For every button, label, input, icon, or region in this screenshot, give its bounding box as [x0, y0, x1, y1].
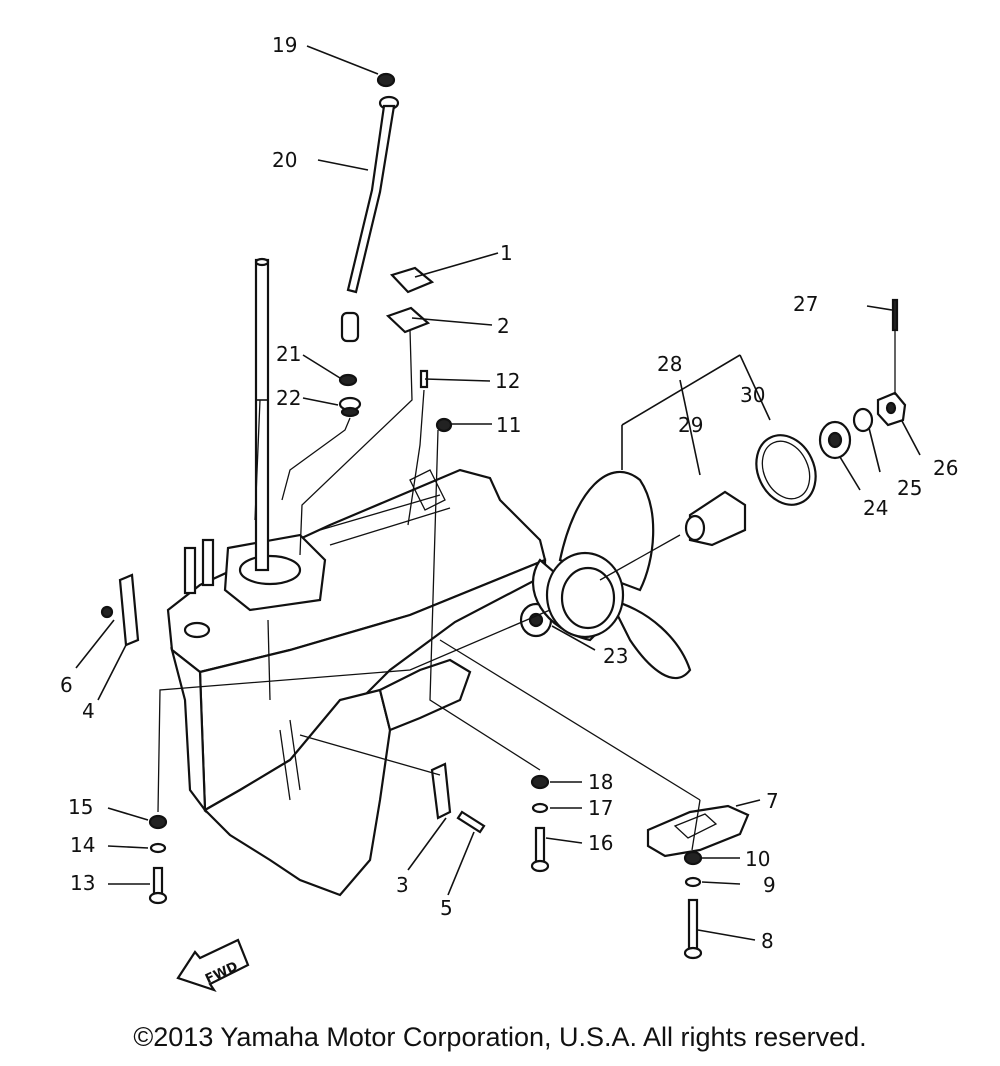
- callout-13: 13: [70, 871, 95, 895]
- copyright-notice: ©2013 Yamaha Motor Corporation, U.S.A. A…: [133, 1022, 867, 1052]
- part-1-pad: [389, 266, 435, 294]
- part-16-stud: [530, 826, 550, 873]
- callout-5: 5: [440, 896, 453, 920]
- callout-30: 30: [740, 383, 765, 407]
- part-7-trim-tab: [646, 804, 750, 858]
- part-30-ring: [755, 434, 817, 506]
- callout-labels: 19 20 1 2 12 11 21 22 27 28 29 30 26 25 …: [60, 33, 958, 953]
- part-20-water-tube: [346, 104, 396, 294]
- callout-15: 15: [68, 795, 93, 819]
- leader-lines: [75, 45, 921, 941]
- part-11-nut: [435, 417, 453, 433]
- callout-7: 7: [766, 789, 779, 813]
- part-18-nut: [530, 774, 550, 790]
- callout-22: 22: [276, 386, 301, 410]
- callout-25: 25: [897, 476, 922, 500]
- seal-tube: [340, 311, 360, 343]
- callout-26: 26: [933, 456, 958, 480]
- callout-20: 20: [272, 148, 297, 172]
- part-14-washer: [149, 842, 167, 854]
- callout-11: 11: [496, 413, 521, 437]
- part-15-nut: [148, 814, 168, 830]
- callout-3: 3: [396, 873, 409, 897]
- part-2-pad: [385, 306, 431, 334]
- callout-2: 2: [497, 314, 510, 338]
- callout-1: 1: [500, 241, 513, 265]
- part-10-nut: [683, 850, 703, 866]
- part-28-propeller: [531, 470, 692, 680]
- callout-8: 8: [761, 929, 774, 953]
- callout-10: 10: [745, 847, 770, 871]
- part-9-washer: [684, 876, 702, 888]
- part-6-bolt: [100, 605, 114, 619]
- part-4-anode: [118, 573, 140, 647]
- callout-9: 9: [763, 873, 776, 897]
- callout-6: 6: [60, 673, 73, 697]
- part-3-anode: [430, 762, 452, 820]
- part-13-bolt: [148, 866, 168, 905]
- callout-19: 19: [272, 33, 297, 57]
- callout-18: 18: [588, 770, 613, 794]
- callout-17: 17: [588, 796, 613, 820]
- part-25-washer: [852, 407, 874, 433]
- part-24-spacer: [818, 420, 852, 460]
- callout-21: 21: [276, 342, 301, 366]
- part-22-grommet: [338, 396, 362, 418]
- callout-27: 27: [793, 292, 818, 316]
- exploded-parts-diagram: FWD: [60, 33, 958, 993]
- callout-29: 29: [678, 413, 703, 437]
- part-19-grommet: [376, 72, 400, 111]
- part-26-prop-nut: [876, 391, 907, 427]
- callout-28: 28: [657, 352, 682, 376]
- callout-12: 12: [495, 369, 520, 393]
- fwd-arrow: FWD: [176, 938, 250, 993]
- callout-16: 16: [588, 831, 613, 855]
- part-5-bolt: [456, 810, 486, 834]
- part-27-cotter-pin: [891, 298, 899, 332]
- lower-unit-housing: [166, 468, 547, 897]
- callout-24: 24: [863, 496, 888, 520]
- part-21-seal: [338, 373, 358, 387]
- callout-4: 4: [82, 699, 95, 723]
- part-8-bolt: [683, 898, 703, 960]
- callout-14: 14: [70, 833, 95, 857]
- callout-23: 23: [603, 644, 628, 668]
- drive-shaft: [254, 257, 270, 572]
- part-17-washer: [531, 802, 549, 814]
- part-29-bushing: [684, 490, 747, 547]
